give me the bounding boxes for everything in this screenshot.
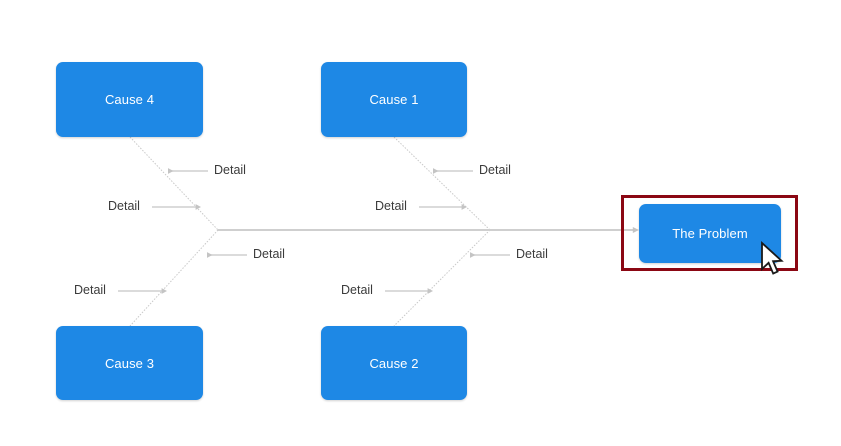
branch-lines [129,136,491,327]
detail-8-label[interactable]: Detail [341,283,373,297]
detail-3-label[interactable]: Detail [253,247,285,261]
node-cause4-label: Cause 4 [104,92,155,107]
detail-2-label[interactable]: Detail [108,199,140,213]
node-cause2[interactable]: Cause 2 [321,326,467,400]
node-cause3[interactable]: Cause 3 [56,326,203,400]
branch-cause4[interactable] [129,136,219,231]
branch-cause1[interactable] [393,136,491,231]
detail-6-label[interactable]: Detail [375,199,407,213]
selection-highlight-frame[interactable] [621,195,798,271]
detail-5-label[interactable]: Detail [479,163,511,177]
branch-cause3[interactable] [129,229,219,327]
node-cause1-label: Cause 1 [369,92,419,107]
branch-cause2[interactable] [393,229,491,327]
detail-7-label[interactable]: Detail [516,247,548,261]
detail-4-label[interactable]: Detail [74,283,106,297]
detail-connector-lines [118,168,510,294]
node-cause3-label: Cause 3 [104,355,155,371]
node-cause2-label: Cause 2 [369,355,419,371]
node-cause1[interactable]: Cause 1 [321,62,467,137]
node-cause4[interactable]: Cause 4 [56,62,203,137]
detail-1-label[interactable]: Detail [214,163,246,177]
